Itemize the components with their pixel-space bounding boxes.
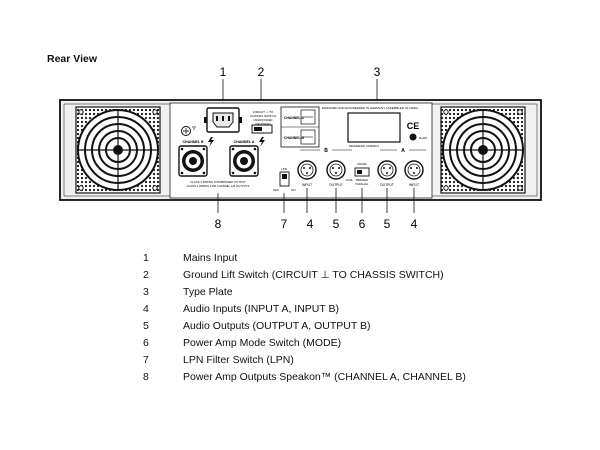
callout-7: 7 [281, 217, 288, 231]
legend-number: 1 [143, 252, 149, 264]
section-heading: Rear View [47, 53, 98, 65]
legend-text: Audio Outputs (OUTPUT A, OUTPUT B) [183, 320, 371, 332]
legend-text: Mains Input [183, 252, 238, 264]
callout-4-b: 4 [307, 217, 314, 231]
mode-label: MODE [358, 162, 367, 166]
svg-text:CE: CE [407, 121, 420, 131]
callout-2: 2 [258, 65, 265, 79]
xlr-output-a[interactable] [377, 160, 397, 180]
lpn-label: LPN [281, 167, 287, 171]
legend-text: Power Amp Outputs Speakon™ (CHANNEL A, C… [183, 371, 466, 383]
channel-b-block-label: CHANNEL B [284, 136, 304, 140]
channel-a-block-label: CHANNEL A [284, 116, 304, 120]
legend-row: 5 Audio Outputs (OUTPUT A, OUTPUT B) [143, 320, 573, 337]
legend-number: 8 [143, 371, 149, 383]
legend-number: 6 [143, 337, 149, 349]
legend-row: 2 Ground Lift Switch (CIRCUIT ⊥ TO CHASS… [143, 269, 573, 286]
lpn-on-label: ON [291, 188, 296, 192]
xlr-input-b[interactable] [297, 160, 317, 180]
legend-number: 4 [143, 303, 149, 315]
class2-note-1: CLASS 2 WIRING FOR BRIDGED OUTPUT [190, 180, 245, 184]
speakon-a-label: CHANNEL A [234, 140, 255, 144]
legend-number: 7 [143, 354, 149, 366]
input-b-label: INPUT [302, 183, 312, 187]
legend-text: Type Plate [183, 286, 233, 298]
callout-4-a: 4 [411, 217, 418, 231]
ground-lift-caption-4: GROUNDED [255, 122, 270, 126]
group-label-a: A [401, 148, 405, 154]
power-amp-mode-switch[interactable] [354, 167, 370, 177]
channel-info-block [280, 106, 320, 148]
speakon-b-label: CHANNEL B [182, 140, 204, 144]
group-label-b: B [324, 148, 328, 154]
callout-5-a: 5 [384, 217, 391, 231]
ground-terminal-icon [181, 126, 196, 136]
mains-input-socket[interactable] [204, 107, 242, 133]
ground-lift-caption-2: CHASSIS SWITCH [250, 114, 276, 118]
xlr-output-b[interactable] [326, 160, 346, 180]
legend-number: 3 [143, 286, 149, 298]
legend-row: 1 Mains Input [143, 252, 573, 269]
speakon-output-channel-a[interactable] [229, 145, 259, 177]
designed-in-text: DESIGNED AND ENGINEERED IN GERMANY ASSEM… [322, 106, 418, 110]
input-a-label: INPUT [409, 183, 419, 187]
type-plate [347, 112, 401, 143]
xlr-input-a[interactable] [404, 160, 424, 180]
legend-row: 3 Type Plate [143, 286, 573, 303]
legend-list: 1 Mains Input 2 Ground Lift Switch (CIRC… [143, 252, 573, 388]
output-a-label: OUTPUT [380, 183, 394, 187]
legend-text: LPN Filter Switch (LPN) [183, 354, 294, 366]
ground-lift-caption-1: CIRCUIT ⊥ TO [253, 110, 274, 114]
callout-8: 8 [215, 217, 222, 231]
class2-note-2: CLASS 2 WIRING FOR CHANNEL A,B OUTPUTS [187, 184, 250, 188]
lpn-filter-switch[interactable] [279, 171, 290, 187]
ground-lift-caption-3: UNGROUNDED [254, 118, 273, 122]
legend-text: Power Amp Mode Switch (MODE) [183, 337, 342, 349]
ground-lift-switch[interactable] [251, 124, 273, 134]
legend-text: Audio Inputs (INPUT A, INPUT B) [183, 303, 340, 315]
ce-mark-icon: CE RoHS [407, 121, 427, 141]
speakon-output-channel-b[interactable] [178, 145, 208, 177]
callout-1: 1 [220, 65, 227, 79]
legend-row: 6 Power Amp Mode Switch (MODE) [143, 337, 573, 354]
type-plate-note: REFERENCE: DCM600-2 [349, 144, 380, 148]
mode-bridged-label: BRIDGED [356, 178, 368, 182]
legend-row: 4 Audio Inputs (INPUT A, INPUT B) [143, 303, 573, 320]
output-b-label: OUTPUT [329, 183, 343, 187]
svg-text:RoHS: RoHS [419, 136, 427, 140]
legend-number: 2 [143, 269, 149, 281]
right-fan-grille [440, 106, 526, 194]
callout-6: 6 [359, 217, 366, 231]
lightning-icon [208, 137, 265, 147]
left-fan-grille [75, 106, 161, 194]
legend-text: Ground Lift Switch (CIRCUIT ⊥ TO CHASSIS… [183, 269, 444, 281]
legend-number: 5 [143, 320, 149, 332]
mode-dual-label: DUAL [346, 178, 353, 182]
lpn-off-label: OFF [273, 188, 279, 192]
rear-panel-diagram: 1 2 3 [59, 65, 542, 231]
callout-5-b: 5 [333, 217, 340, 231]
legend-row: 7 LPN Filter Switch (LPN) [143, 354, 573, 371]
callout-3: 3 [374, 65, 381, 79]
mode-parallel-label: PARALLEL [356, 182, 369, 186]
legend-row: 8 Power Amp Outputs Speakon™ (CHANNEL A,… [143, 371, 573, 388]
